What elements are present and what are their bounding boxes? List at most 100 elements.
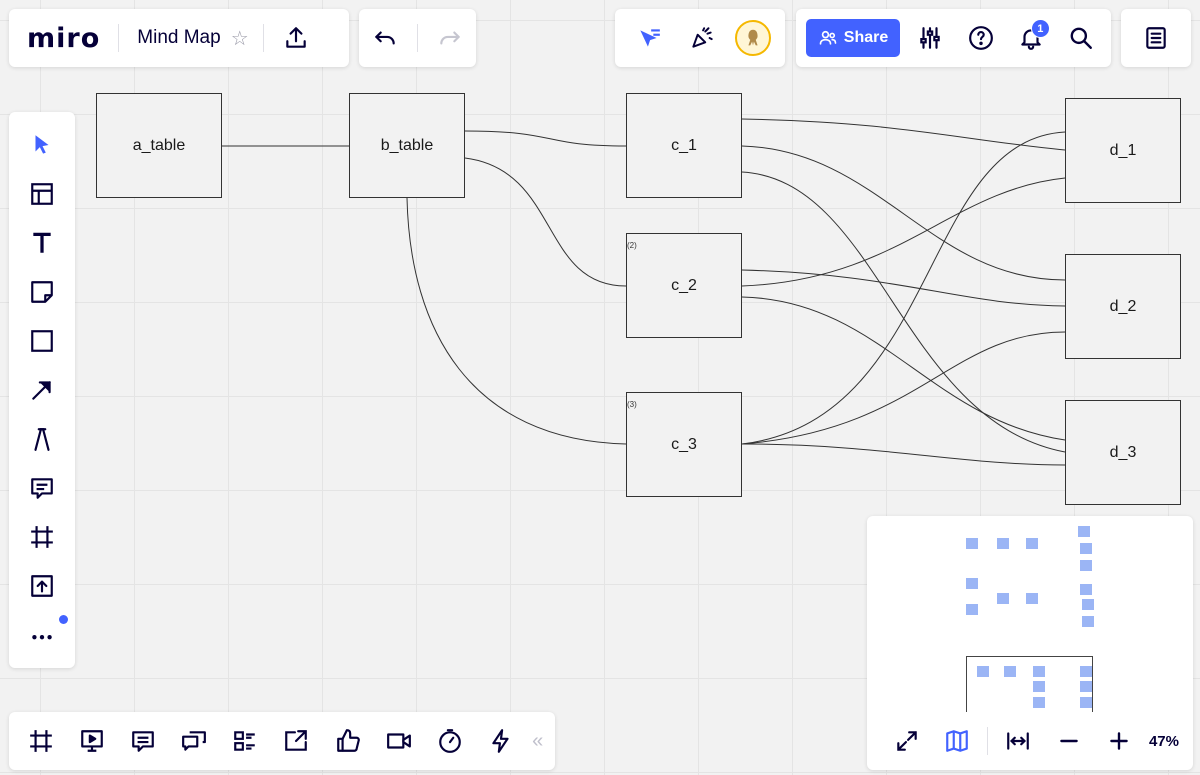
redo-button[interactable] (430, 18, 470, 58)
video-chat-button[interactable] (174, 721, 214, 761)
zoom-in-button[interactable] (1099, 721, 1139, 761)
minimap-panel: 47% (867, 516, 1193, 770)
more-tools-button[interactable] (22, 615, 68, 655)
minimap-item (1004, 666, 1016, 677)
minimap-view[interactable] (867, 516, 1193, 712)
minimap-item (997, 538, 1009, 549)
node-c-3[interactable]: (3) c_3 (626, 392, 742, 497)
help-button[interactable] (961, 18, 1001, 58)
more-dots-icon (32, 635, 52, 640)
video-call-button[interactable] (379, 721, 419, 761)
power-up-button[interactable] (481, 721, 521, 761)
notes-button[interactable] (1136, 18, 1176, 58)
notifications-button[interactable]: 1 (1011, 18, 1051, 58)
node-label: a_table (132, 136, 186, 154)
zoom-level[interactable]: 47% (1148, 732, 1179, 750)
voting-button[interactable] (328, 721, 368, 761)
chat-bubbles-icon (182, 731, 206, 751)
connection-line-tool[interactable] (22, 370, 62, 410)
shape-tool[interactable] (22, 321, 62, 361)
frame-tool[interactable] (22, 517, 62, 557)
node-d-1[interactable]: d_1 (1065, 98, 1181, 203)
zoom-out-button[interactable] (1049, 721, 1089, 761)
divider (987, 727, 989, 755)
video-camera-icon (386, 733, 411, 749)
node-d-2[interactable]: d_2 (1065, 254, 1181, 359)
toggle-minimap-button[interactable] (937, 721, 977, 761)
select-tool[interactable] (22, 125, 62, 165)
minimap-item (1033, 697, 1045, 708)
node-label: c_3 (671, 435, 697, 453)
frame-icon (31, 526, 53, 548)
node-tag: (3) (627, 400, 637, 409)
share-panel: Share 1 (796, 9, 1111, 67)
node-d-3[interactable]: d_3 (1065, 400, 1181, 505)
search-icon (1070, 27, 1092, 49)
help-icon (968, 26, 993, 50)
node-a-table[interactable]: a_table (96, 93, 222, 198)
new-indicator-dot (59, 615, 68, 625)
node-b-table[interactable]: b_table (349, 93, 465, 198)
node-tag: (2) (627, 241, 637, 250)
divider (417, 24, 418, 52)
frame-icon (29, 730, 52, 752)
share-button[interactable]: Share (806, 19, 900, 57)
celebrate-button[interactable] (682, 18, 722, 58)
node-label: d_2 (1109, 297, 1137, 315)
undo-button[interactable] (365, 18, 405, 58)
minimap-item (966, 578, 978, 589)
connector-b-c1 (464, 130, 627, 147)
text-tool[interactable] (22, 223, 62, 263)
export-button[interactable] (276, 18, 316, 58)
minimap-item (1082, 616, 1094, 627)
fullscreen-button[interactable] (887, 721, 927, 761)
frames-button[interactable] (21, 721, 61, 761)
users-icon (819, 30, 837, 45)
text-icon (33, 232, 51, 253)
comment-tool[interactable] (22, 468, 62, 508)
sliders-icon (920, 27, 940, 49)
minimap-item (1078, 526, 1090, 537)
comments-button[interactable] (123, 721, 163, 761)
node-label: b_table (380, 136, 434, 154)
presentation-button[interactable] (72, 721, 112, 761)
star-icon[interactable]: ☆ (230, 27, 249, 50)
presentation-icon (80, 730, 103, 752)
thumbs-up-icon (336, 729, 360, 752)
minimap-viewport-frame[interactable] (966, 656, 1093, 712)
minimap-item (997, 593, 1009, 604)
timer-button[interactable] (430, 721, 470, 761)
connector-c1-d3 (741, 171, 1066, 453)
settings-button[interactable] (910, 18, 950, 58)
minimap-item (1080, 666, 1092, 677)
upload-tool[interactable] (22, 566, 62, 606)
collapse-toolbar-button[interactable]: « (532, 729, 544, 752)
templates-tool[interactable] (22, 174, 62, 214)
squid-avatar-icon (748, 29, 758, 46)
minimap-item (1080, 697, 1092, 708)
brand-panel: miro Mind Map ☆ (9, 9, 349, 67)
bottom-toolbar: « (9, 712, 555, 770)
connector-c2-d2 (741, 269, 1066, 307)
comment-list-icon (132, 731, 154, 752)
share-screen-button[interactable] (276, 721, 316, 761)
follow-cursor-button[interactable] (629, 18, 669, 58)
undo-icon (375, 31, 395, 45)
fit-to-screen-button[interactable] (998, 721, 1038, 761)
node-c-1[interactable]: c_1 (626, 93, 742, 198)
user-avatar[interactable] (734, 20, 771, 56)
timer-icon (438, 729, 461, 753)
sticky-note-tool[interactable] (22, 272, 62, 312)
pen-tool[interactable] (22, 419, 62, 459)
redo-icon (440, 31, 460, 45)
node-c-2[interactable]: (2)c_2 (626, 233, 742, 338)
map-icon (946, 730, 968, 752)
cards-button[interactable] (225, 721, 265, 761)
sticky-note-icon (31, 280, 53, 303)
minimap-item (1033, 666, 1045, 677)
board-title[interactable]: Mind Map (137, 27, 221, 48)
card-list-icon (234, 731, 255, 751)
miro-logo[interactable]: miro (27, 22, 101, 54)
connector-c1-d1a (741, 118, 1066, 151)
search-button[interactable] (1061, 18, 1101, 58)
